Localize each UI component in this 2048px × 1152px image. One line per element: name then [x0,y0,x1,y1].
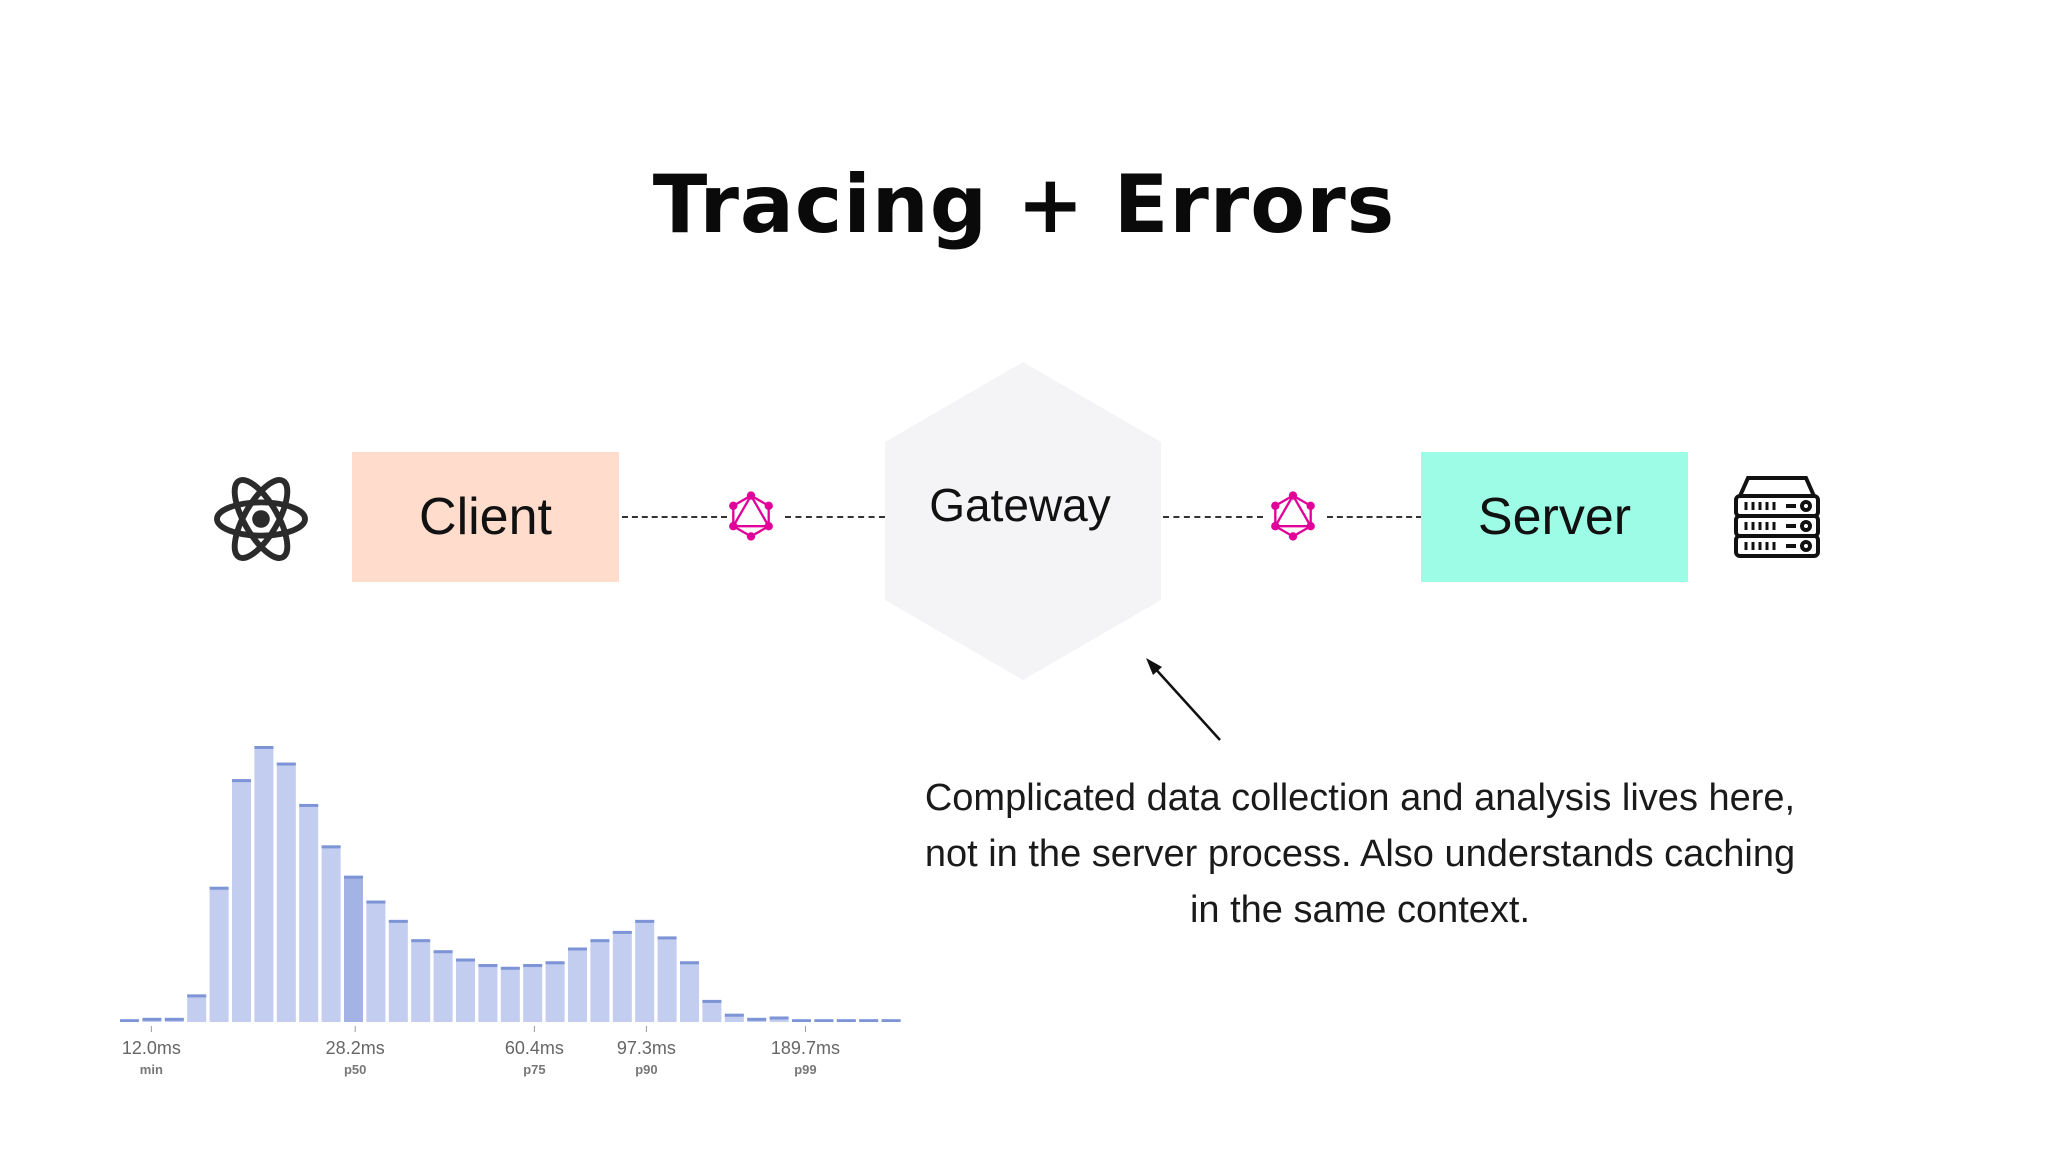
histogram-bar-cap [724,1013,744,1017]
histogram-bar [433,950,453,1022]
histogram-bar [232,779,251,1022]
histogram-bar [680,961,699,1022]
slide-title: Tracing + Errors [652,158,1396,251]
histogram-bar-cap [232,779,251,783]
histogram-bar-cap [680,961,699,965]
histogram-bar-cap [321,845,341,849]
histogram-bar [456,958,475,1022]
histogram-bar-cap [456,958,475,962]
histogram-bar-cap [568,947,587,951]
histogram-bar [344,875,363,1022]
histogram-bar-cap [209,886,229,890]
histogram-bar-cap [657,936,677,940]
histogram-bar [209,886,229,1022]
histogram-bar-cap [792,1019,811,1022]
gateway-label: Gateway [929,479,1111,531]
histogram-bar [388,919,408,1022]
histogram-tick-sublabel: min [140,1062,163,1077]
histogram-bar-cap [411,939,431,943]
histogram-bar-cap [276,762,296,766]
histogram-bar [187,994,207,1022]
connector-server-left [1163,516,1263,518]
histogram-tick-label: 189.7ms [771,1038,840,1058]
latency-histogram: 12.0ms min 28.2ms p50 60.4ms p75 97.3ms p90 189.… [120,746,901,1077]
histogram-bar [366,900,386,1022]
histogram-bar-cap [344,875,363,879]
histogram-bar-cap [590,939,610,943]
histogram-tick-sublabel: p50 [344,1062,366,1077]
histogram-tick-sublabel: p90 [635,1062,657,1077]
histogram-bar-cap [187,994,207,998]
histogram-bar [276,762,296,1022]
react-icon [214,477,308,561]
histogram-bar-cap [545,961,565,965]
histogram-bar-cap [120,1019,139,1022]
client-label: Client [419,488,552,546]
histogram-tick-label: 97.3ms [617,1038,676,1058]
histogram-bar [523,964,543,1022]
graphql-icon [729,491,773,541]
histogram-tick-sublabel: p99 [794,1062,816,1077]
server-rack-icon [1734,476,1820,558]
histogram-bar-cap [299,803,319,807]
histogram-bar [411,939,431,1022]
histogram-bar [545,961,565,1022]
histogram-bar [568,947,587,1022]
histogram-bar [702,999,722,1022]
histogram-tick-label: 28.2ms [326,1038,385,1058]
histogram-bar [500,966,520,1022]
histogram-bar-cap [635,919,655,923]
histogram-bar-cap [836,1019,856,1022]
histogram-bar-cap [254,746,274,749]
histogram-bar [254,746,274,1022]
histogram-bar [321,845,341,1022]
histogram-bar [478,964,498,1022]
client-box: Client [352,452,619,582]
connector-client-right [785,516,885,518]
graphql-icon [1271,491,1315,541]
histogram-tick-sublabel: p75 [523,1062,545,1077]
histogram-bar-cap [747,1017,767,1021]
server-box: Server [1421,452,1688,582]
histogram-bar-cap [142,1017,162,1021]
histogram-bar-cap [769,1016,789,1020]
histogram-bar-cap [366,900,386,904]
histogram-bar-cap [523,964,543,968]
connector-client-left [622,516,727,518]
histogram-bar-cap [859,1019,879,1022]
histogram-bar-cap [164,1017,184,1021]
histogram-bar [724,1013,744,1022]
histogram-tick-label: 60.4ms [505,1038,564,1058]
histogram-bar-cap [500,966,520,970]
histogram-bar [612,930,632,1022]
histogram-bar-cap [478,964,498,968]
histogram-tick-label: 12.0ms [122,1038,181,1058]
histogram-bar-cap [433,950,453,954]
histogram-bar-cap [881,1019,901,1022]
histogram-bar [635,919,655,1022]
histogram-bar-cap [612,930,632,934]
gateway-hexagon [885,362,1161,680]
histogram-bar [590,939,610,1022]
histogram-bar-cap [814,1019,834,1022]
connector-server-right [1327,516,1422,518]
pointer-arrow [1146,658,1221,741]
histogram-bar-cap [388,919,408,923]
histogram-bar [657,936,677,1022]
server-label: Server [1477,488,1632,546]
histogram-bar-cap [702,999,722,1003]
histogram-bar [299,803,319,1022]
gateway-note: Complicated data collection and analysis… [924,777,1796,931]
